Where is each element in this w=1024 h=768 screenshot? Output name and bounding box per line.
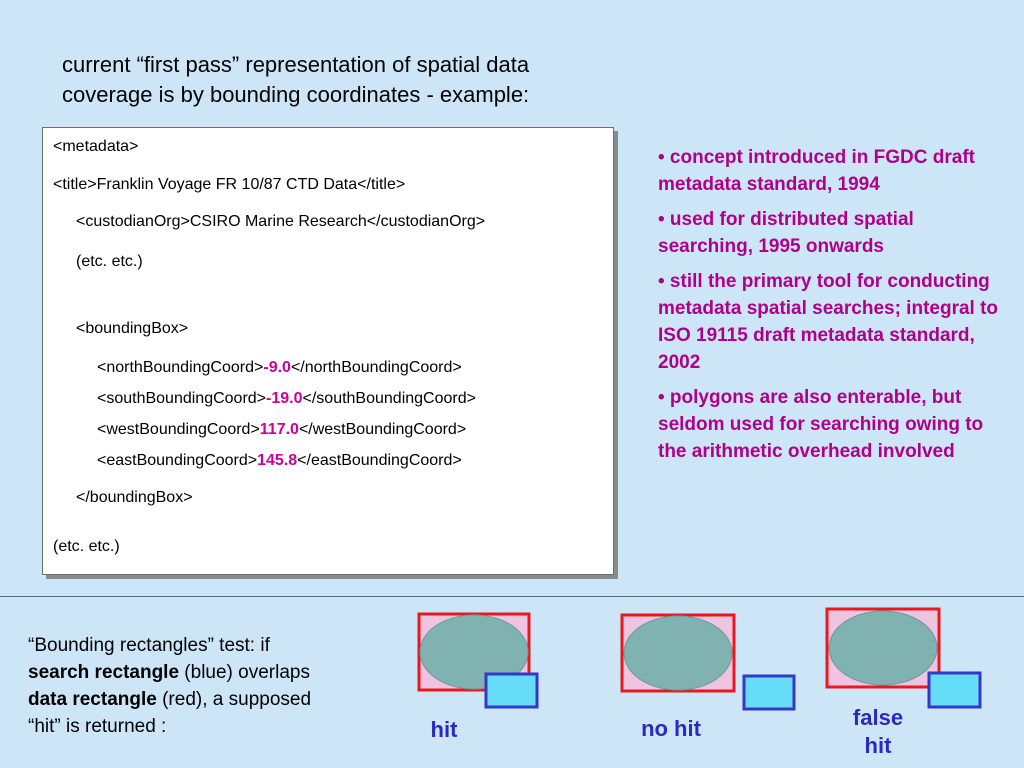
code-metadata-open: <metadata>: [53, 138, 139, 155]
south-value: -19.0: [266, 390, 303, 407]
search-rectangle: [484, 672, 539, 709]
slide-heading: current “first pass” representation of s…: [62, 50, 622, 110]
test-line-4: “hit” is returned :: [28, 716, 167, 737]
no-hit-diagram: [620, 613, 796, 711]
east-close-tag: </eastBoundingCoord>: [297, 452, 462, 469]
east-open-tag: <eastBoundingCoord>: [97, 452, 258, 469]
metadata-example-box: <metadata> <title>Franklin Voyage FR 10/…: [42, 127, 614, 575]
no-hit-label: no hit: [641, 716, 701, 741]
search-rectangle: [742, 674, 796, 711]
data-rectangle-term: data rectangle: [28, 689, 157, 710]
search-rectangle: [927, 671, 982, 709]
code-west-line: <westBoundingCoord>117.0</westBoundingCo…: [97, 421, 466, 439]
west-open-tag: <westBoundingCoord>: [97, 421, 260, 438]
false-hit-label: false hit: [838, 704, 918, 760]
test-blue-text: (blue) overlaps: [179, 662, 310, 683]
north-close-tag: </northBoundingCoord>: [290, 359, 462, 376]
north-open-tag: <northBoundingCoord>: [97, 359, 264, 376]
bullet-item: • used for distributed spatial searching…: [658, 209, 914, 257]
false-hit-label-line-1: false: [852, 705, 904, 730]
data-polygon-ellipse: [623, 615, 733, 691]
east-value: 145.8: [257, 452, 298, 469]
search-rectangle-term: search rectangle: [28, 662, 180, 683]
code-etc-1: (etc. etc.): [76, 253, 143, 270]
heading-line-2: coverage is by bounding coordinates - ex…: [62, 82, 530, 107]
west-close-tag: </westBoundingCoord>: [298, 421, 467, 438]
code-east-line: <eastBoundingCoord>145.8</eastBoundingCo…: [97, 452, 462, 470]
bullet-item: • still the primary tool for conducting …: [658, 271, 999, 373]
west-value: 117.0: [259, 421, 299, 438]
heading-line-1: current “first pass” representation of s…: [62, 52, 530, 77]
data-rectangle: [620, 613, 736, 693]
data-polygon-ellipse: [419, 614, 529, 690]
test-line-2: search rectangle (blue) overlaps: [28, 659, 378, 686]
test-red-text: (red), a supposed: [156, 689, 312, 710]
code-title-line: <title>Franklin Voyage FR 10/87 CTD Data…: [53, 176, 406, 193]
bounding-test-description: “Bounding rectangles” test: if search re…: [28, 632, 378, 740]
hit-label: hit: [430, 717, 458, 742]
code-north-line: <northBoundingCoord>-9.0</northBoundingC…: [97, 359, 462, 377]
data-rectangle: [825, 607, 941, 689]
bullet-item: • concept introduced in FGDC draft metad…: [658, 147, 975, 195]
code-custodian-line: <custodianOrg>CSIRO Marine Research</cus…: [76, 213, 486, 230]
data-rectangle: [417, 612, 531, 692]
false-hit-label-line-2: hit: [864, 733, 892, 758]
test-line-3: data rectangle (red), a supposed: [28, 686, 378, 713]
code-etc-2: (etc. etc.): [53, 538, 120, 555]
false-hit-diagram: [825, 607, 982, 709]
north-value: -9.0: [263, 359, 291, 376]
bullet-item: • polygons are also enterable, but seldo…: [658, 387, 984, 462]
code-bbox-close: </boundingBox>: [76, 489, 193, 506]
south-close-tag: </southBoundingCoord>: [302, 390, 476, 407]
code-bbox-open: <boundingBox>: [76, 320, 189, 337]
hit-diagram: [417, 612, 539, 709]
south-open-tag: <southBoundingCoord>: [97, 390, 267, 407]
code-south-line: <southBoundingCoord>-19.0</southBounding…: [97, 390, 476, 408]
bullet-list: • concept introduced in FGDC draft metad…: [658, 144, 998, 473]
section-divider: [0, 596, 1024, 597]
test-line-1: “Bounding rectangles” test: if: [28, 635, 270, 656]
data-polygon-ellipse: [828, 610, 938, 686]
